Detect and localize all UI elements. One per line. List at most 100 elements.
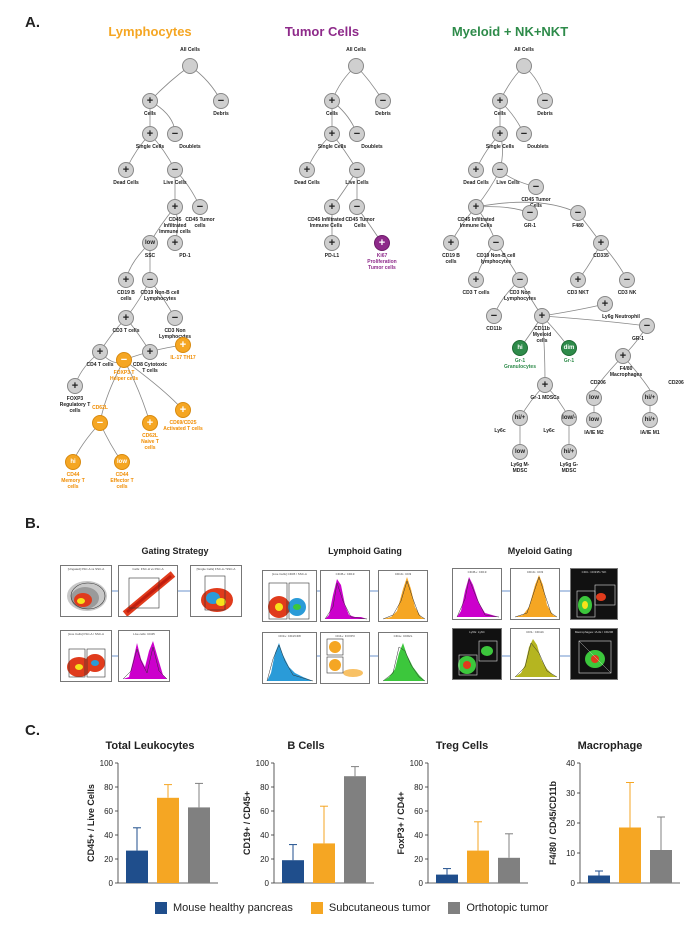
facs-scatter <box>326 638 363 677</box>
lymph-node-cd19non: − <box>142 272 158 288</box>
lymph-label-all: All Cells <box>180 47 200 53</box>
facs-histogram <box>382 643 426 682</box>
facs-plot-single-cells: Cells: FSC-H vs FSC-A <box>118 565 178 617</box>
lymph-label-cd3non: CD3 Non Lymphocytes <box>158 328 192 340</box>
myeloid-node-mmdsc: low <box>512 444 528 460</box>
myeloid-label-cd45inf: CD45 Infiltrated Immune Cells <box>457 217 495 229</box>
lymph-node-all <box>182 58 198 74</box>
bar <box>467 850 489 883</box>
facs-scatter <box>67 581 107 611</box>
bar <box>588 875 610 883</box>
y-tick-label: 100 <box>100 759 114 768</box>
y-axis-label: F4/80 / CD45/CD11b <box>548 780 558 865</box>
legend-swatch-ortho <box>448 902 461 914</box>
myeloid-label-cd45tum: CD45 Tumor Cells <box>521 197 551 209</box>
lymph-node-cd45tum: − <box>192 199 208 215</box>
lymph-label-cd45inf: CD45 Infiltrated Immune cells <box>159 217 191 235</box>
panel-label-c: C. <box>25 722 40 739</box>
tumor-label-live: Live Cells <box>345 180 369 186</box>
y-tick-label: 20 <box>566 819 575 828</box>
legend-swatch-subq <box>310 902 323 914</box>
bar <box>282 860 304 883</box>
myeloid-label-cd206b: CD206 <box>668 380 684 386</box>
tumor-node-cd45tum: − <box>349 199 365 215</box>
myeloid-node-cd206a: low <box>586 390 602 406</box>
myeloid-node-gran: hi <box>512 340 528 356</box>
myeloid-label-doublets: Doublets <box>527 144 549 150</box>
y-tick-label: 60 <box>414 807 423 816</box>
lymph-label-cd19b: CD19 B cells <box>117 290 135 302</box>
myeloid-node-cd3nk: − <box>619 272 635 288</box>
myeloid-node-cd19b: + <box>443 235 459 251</box>
y-tick-label: 30 <box>566 789 575 798</box>
lymph-node-foxp3help: − <box>116 352 132 368</box>
plot-title: [Live Cells] FSC-A / SSC-A <box>67 632 104 636</box>
bar <box>498 857 520 883</box>
lymph-label-ssc: SSC <box>144 253 156 259</box>
lymph-label-debris: Debris <box>213 111 229 117</box>
lymph-node-il17: + <box>175 337 191 353</box>
tumor-node-pdl1: + <box>324 235 340 251</box>
lymph-label-il17: IL-17 TH17 <box>170 355 196 361</box>
lymph-label-cd62lnaive: CD62L Naive T cells <box>141 433 159 451</box>
myeloid-label-m2: IA/IE M2 <box>584 430 604 436</box>
myeloid-label-cd206a: CD206 <box>590 380 606 386</box>
myeloid-node-live: − <box>492 162 508 178</box>
plot-title: Live cells: CD45 <box>133 632 155 636</box>
y-tick-label: 0 <box>419 879 424 888</box>
plot-title: Ly6G: Ly6C <box>469 630 485 634</box>
plot-title: Macrophages: IA-IE / CD206 <box>574 630 614 634</box>
plot-title: CD3-: CD11b <box>526 630 544 634</box>
bar <box>313 843 335 883</box>
lymph-node-cd62l: − <box>92 415 108 431</box>
myeloid-gating-title: Myeloid Gating <box>507 546 573 556</box>
myeloid-label-ly6c2: Ly6c <box>543 428 555 434</box>
facs-plot-myeloid-nk: CD3-: CD335 / NK <box>570 568 618 620</box>
myeloid-label-all: All Cells <box>514 47 534 53</box>
lymph-label-single: Single Cells <box>135 144 165 150</box>
facs-histogram-lymph-cd4cd8: CD3+: CD4/CD8 <box>262 632 317 684</box>
lymph-label-foxp3help: FOXP3 T Helper cells <box>109 370 139 382</box>
tumor-label-ki67: Ki67 Proliferation Tumor cells <box>367 253 397 271</box>
tumor-label-all: All Cells <box>346 47 366 53</box>
myeloid-node-doublets: − <box>516 126 532 142</box>
myeloid-node-cd45inf: + <box>468 199 484 215</box>
facs-histogram-myeloid-cd19: CD45+: CD19 <box>452 568 502 620</box>
bar <box>188 807 210 883</box>
bar <box>619 827 641 883</box>
tree-title-myeloid: Myeloid + NK+NKT <box>451 24 569 39</box>
tumor-node-live: − <box>349 162 365 178</box>
y-tick-label: 100 <box>256 759 270 768</box>
y-tick-label: 20 <box>414 855 423 864</box>
bar <box>436 874 458 883</box>
myeloid-label-cd19non: CD19 Non-B cell lymphocytes <box>476 253 516 265</box>
y-tick-label: 80 <box>414 783 423 792</box>
myeloid-label-cd3nkt: CD3 NKT <box>567 290 589 296</box>
facs-histogram-myeloid-cd3: CD19-: CD3 <box>510 568 560 620</box>
myeloid-node-m2: low <box>586 412 602 428</box>
myeloid-node-all <box>516 58 532 74</box>
y-tick-label: 0 <box>109 879 114 888</box>
facs-histogram-myeloid-cd11b: CD3-: CD11b <box>510 628 560 680</box>
chart-title-macrophage: Macrophage <box>577 740 643 752</box>
lymph-node-ssc: low <box>142 235 158 251</box>
myeloid-node-cd3non: − <box>512 272 528 288</box>
plot-title: CD19-: CD3 <box>394 572 412 576</box>
myeloid-label-cd11b: CD11b <box>486 326 502 332</box>
tumor-node-ki67: + <box>374 235 390 251</box>
gating-arrows <box>112 590 570 657</box>
myeloid-label-cd3nk: CD3 NK <box>617 290 637 296</box>
myeloid-node-f480: − <box>570 205 586 221</box>
facs-histogram <box>514 575 558 618</box>
lymph-label-cd69: CD69/CD25 Activated T cells <box>163 420 203 432</box>
facs-plot-myeloid-ly6g: Ly6G: Ly6C <box>452 628 502 680</box>
myeloid-node-dead: + <box>468 162 484 178</box>
plot-title: CD4+: CD62L <box>393 634 413 638</box>
myeloid-node-ly6c2: low/- <box>561 410 577 426</box>
facs-plot-lymph-foxp3: CD4+: FOXP3 <box>320 632 370 684</box>
lymph-node-cd62lnaive: + <box>142 415 158 431</box>
lymphoid-gating-title: Lymphoid Gating <box>328 546 402 556</box>
legend-swatch-healthy <box>155 902 167 914</box>
tree-title-tumor: Tumor Cells <box>284 24 360 39</box>
